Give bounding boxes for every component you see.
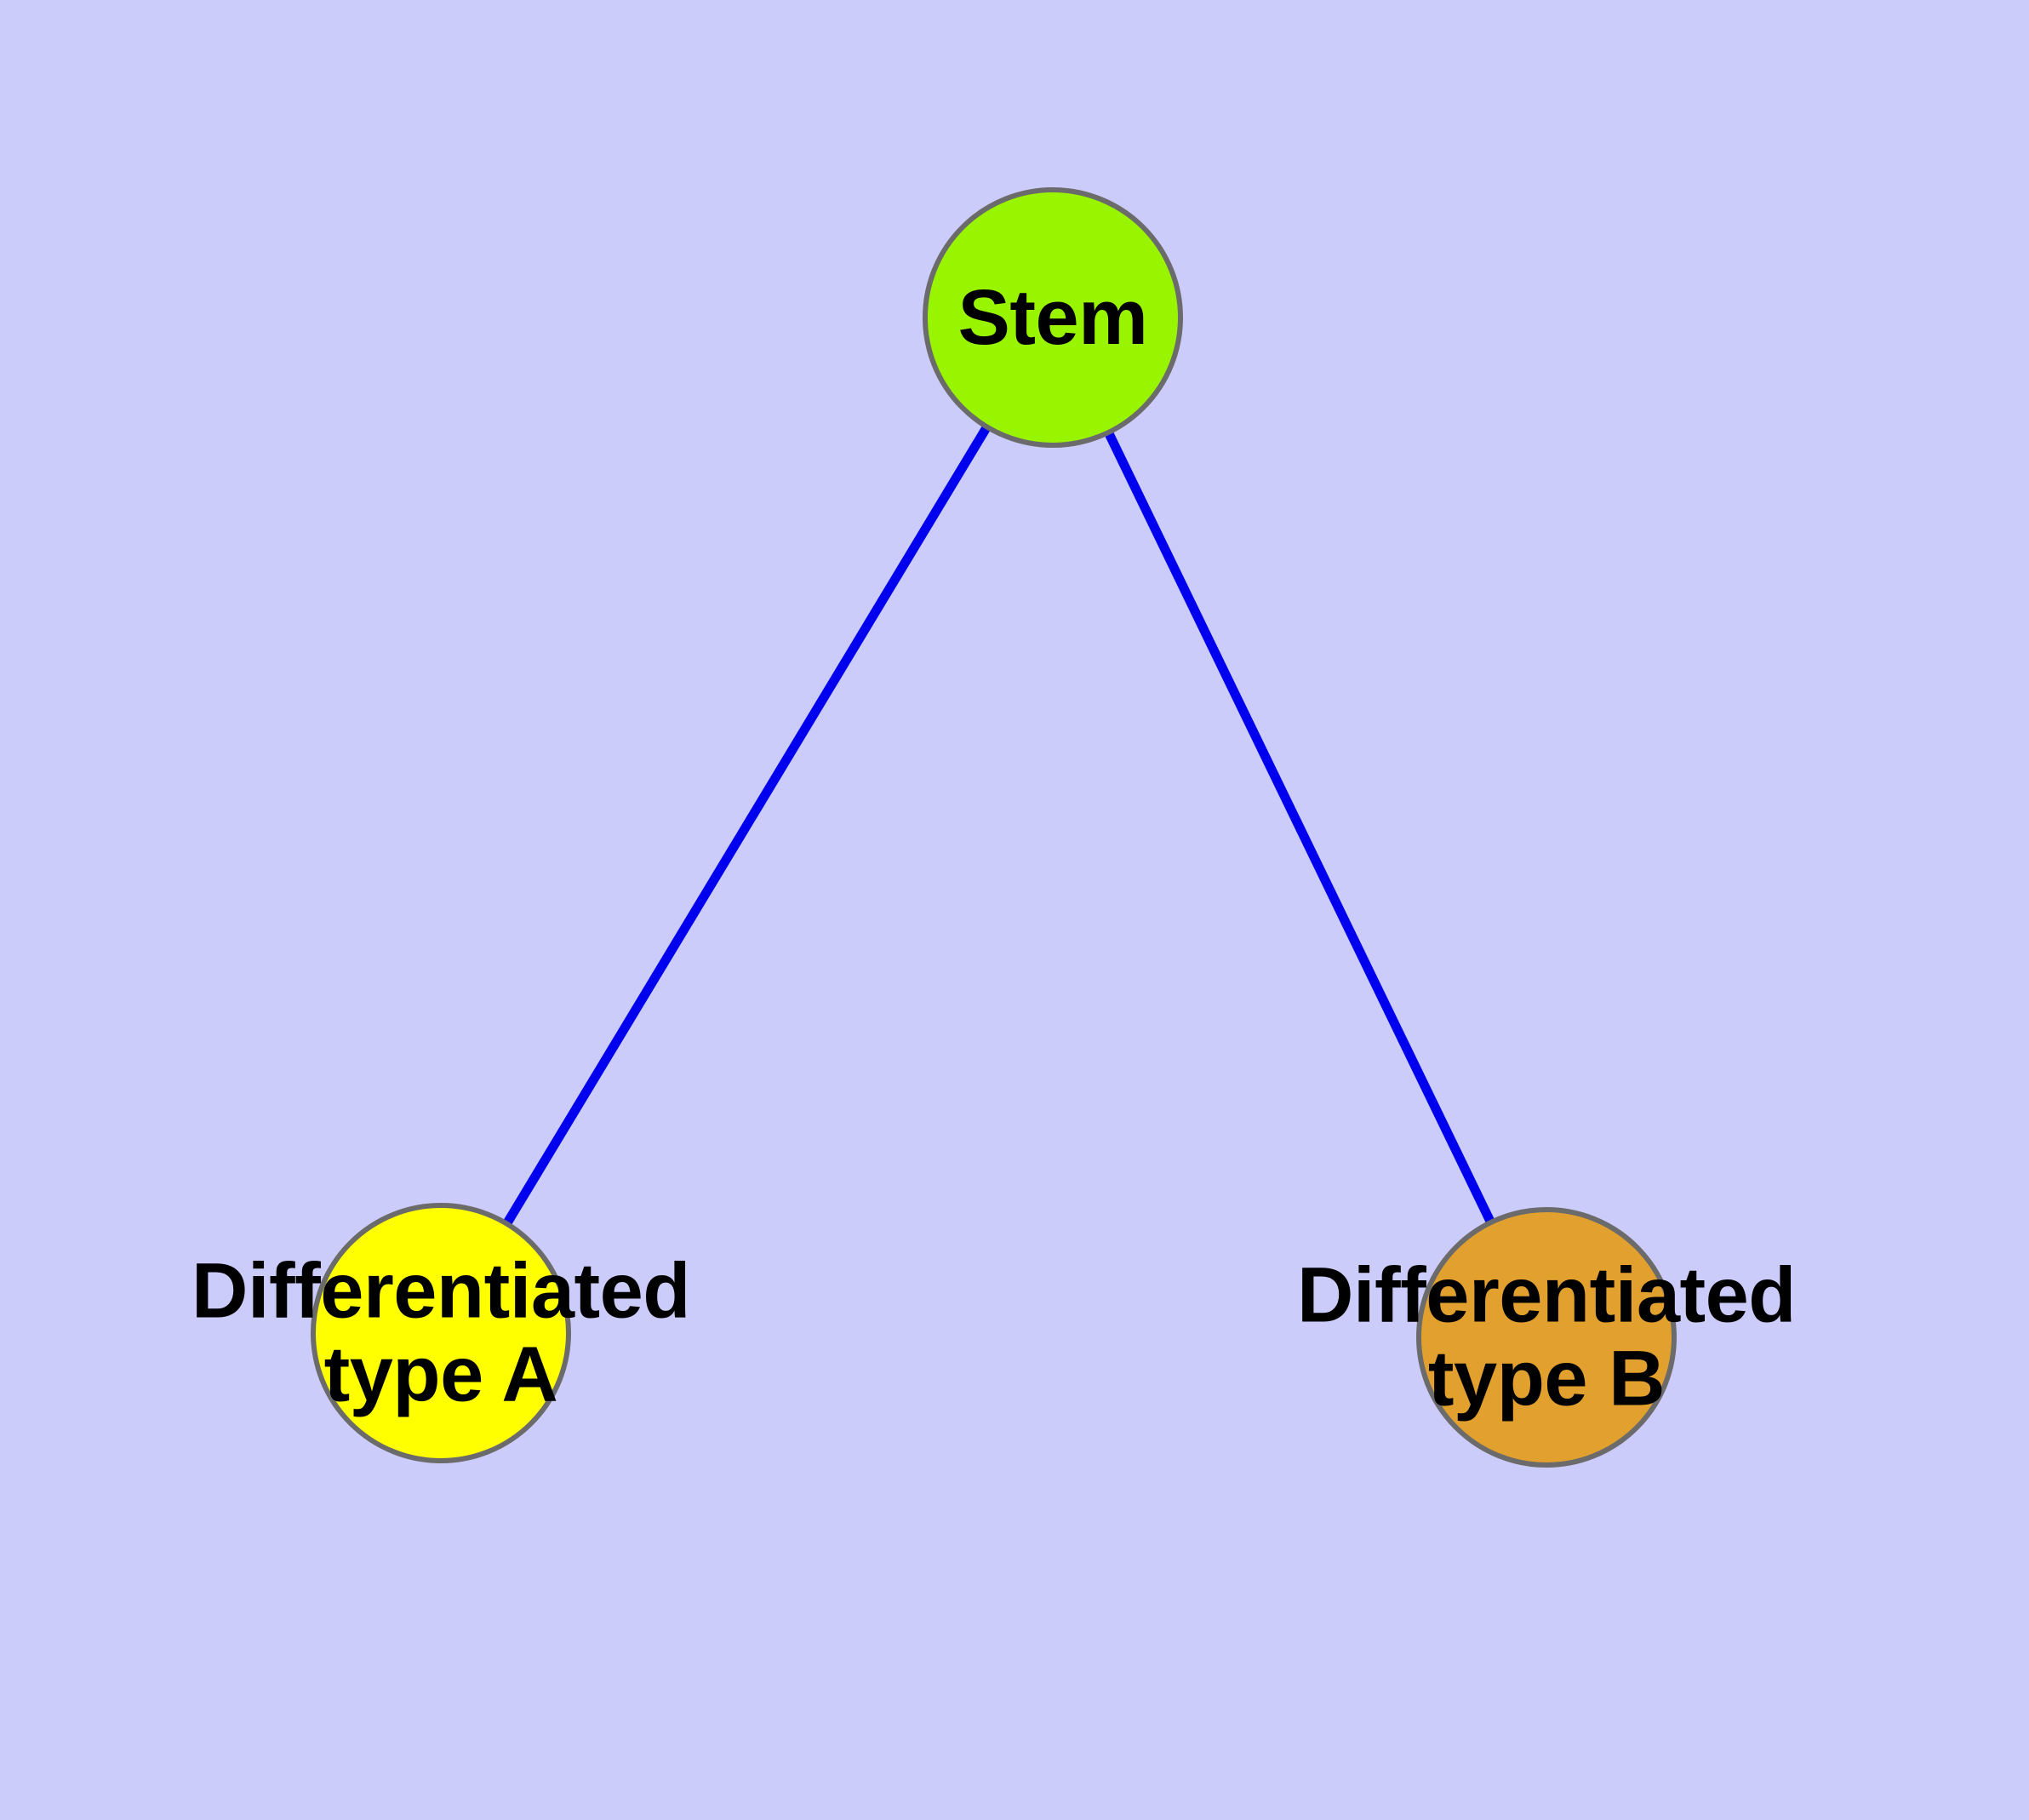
node-layer: [311, 187, 1677, 1468]
graph-node-diff-type-b[interactable]: [1416, 1207, 1677, 1468]
graph-node-diff-type-a[interactable]: [311, 1203, 571, 1463]
edge-layer: [437, 315, 1551, 1340]
graph-node-stem[interactable]: [923, 187, 1183, 448]
graph-edge-stem-to-a: [437, 315, 1057, 1336]
graph-edge-stem-to-b: [1049, 315, 1551, 1340]
